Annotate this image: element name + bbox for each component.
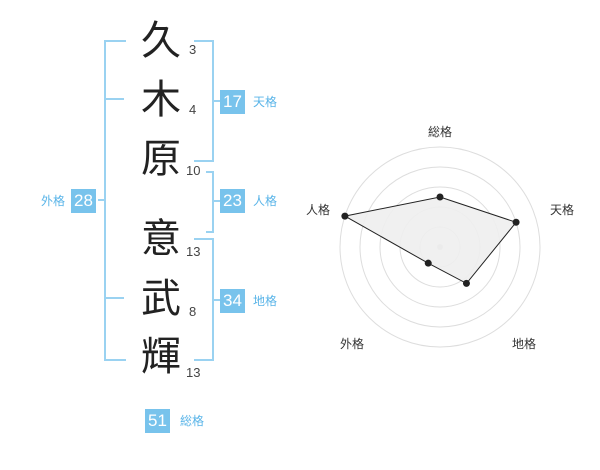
- stroke-count-2: 4: [189, 102, 197, 117]
- gaikaku-value-badge: 28: [71, 189, 96, 213]
- radar-ring: [379, 186, 501, 308]
- name-char-3: 原: [141, 136, 181, 182]
- tenkaku-value-badge: 17: [220, 90, 245, 114]
- radar-chart: [339, 146, 541, 348]
- chikaku-connector: [212, 299, 220, 301]
- radar-point-5: [341, 212, 349, 220]
- chikaku-bracket: [194, 238, 214, 361]
- jinkaku-label: 人格: [253, 194, 278, 208]
- radar-label-tenkaku: 天格: [549, 203, 574, 217]
- radar-point-2: [512, 218, 520, 226]
- radar-polygon: [343, 196, 517, 285]
- chikaku-value-badge: 34: [220, 289, 245, 313]
- soukaku-label: 総格: [180, 414, 205, 428]
- radar-label-gaikaku: 外格: [339, 337, 364, 351]
- tenkaku-label: 天格: [253, 95, 278, 109]
- jinkaku-bracket: [206, 171, 214, 233]
- radar-ring: [339, 146, 541, 348]
- name-char-6: 輝: [141, 334, 181, 380]
- soukaku-value-badge: 51: [145, 409, 170, 433]
- chikaku-label: 地格: [253, 294, 278, 308]
- radar-point-3: [462, 279, 470, 287]
- stroke-count-6: 13: [186, 365, 201, 380]
- tenkaku-bracket: [194, 40, 214, 162]
- gaikaku-tick-1: [104, 98, 124, 100]
- stroke-count-5: 8: [189, 304, 197, 319]
- radar-point-4: [424, 259, 432, 267]
- gaikaku-bracket: [104, 40, 126, 361]
- stroke-count-1: 3: [189, 42, 197, 57]
- tenkaku-connector: [212, 100, 220, 102]
- radar-label-chikaku: 地格: [511, 337, 536, 351]
- gaikaku-label: 外格: [41, 194, 66, 208]
- radar-ring: [359, 166, 521, 328]
- radar-label-jinkaku: 人格: [305, 203, 330, 217]
- name-char-4: 意: [141, 216, 181, 262]
- gaikaku-tick-2: [104, 297, 124, 299]
- stroke-count-3: 10: [186, 163, 201, 178]
- name-char-1: 久: [141, 18, 181, 64]
- name-char-2: 木: [141, 77, 181, 123]
- stroke-count-4: 13: [186, 244, 201, 259]
- gaikaku-connector: [98, 199, 106, 201]
- radar-label-soukaku: 総格: [427, 125, 452, 139]
- jinkaku-connector: [212, 200, 220, 202]
- jinkaku-value-badge: 23: [220, 189, 245, 213]
- name-char-5: 武: [141, 276, 181, 322]
- radar-point-1: [436, 193, 444, 201]
